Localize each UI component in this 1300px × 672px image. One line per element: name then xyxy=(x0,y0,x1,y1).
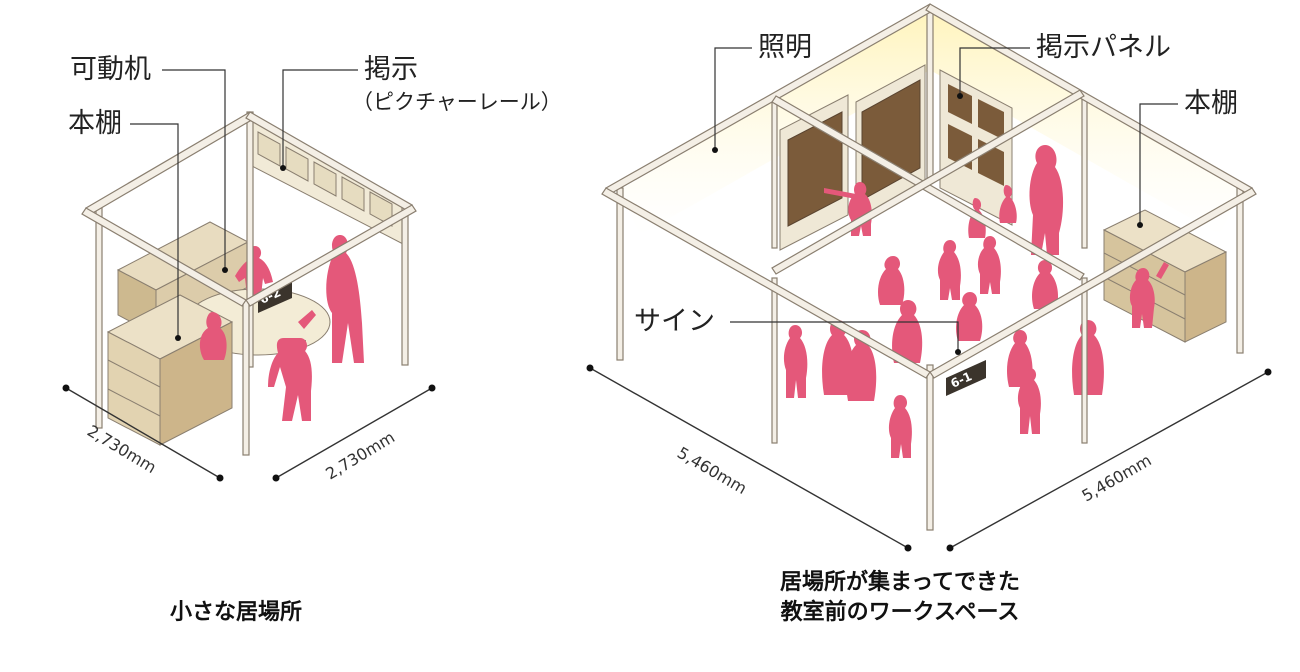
caption-workspace-line1: 居場所が集まってできた xyxy=(780,570,1021,595)
front-bookshelf xyxy=(106,294,234,446)
label-movable-desk: 可動机 xyxy=(70,54,151,85)
workspace-dimensions xyxy=(589,367,1269,549)
caption-small-space: 小さな居場所 xyxy=(170,600,303,625)
label-lighting: 照明 xyxy=(758,32,812,63)
caption-workspace: 居場所が集まってできた 教室前のワークスペース xyxy=(780,568,1020,627)
small-dimensions xyxy=(65,387,433,479)
workspace-leaders xyxy=(714,47,1178,352)
label-display: 掲示 xyxy=(364,54,418,85)
label-sign: サイン xyxy=(634,306,715,337)
workspace-bookshelf xyxy=(1102,209,1228,343)
caption-workspace-line2: 教室前のワークスペース xyxy=(780,599,1020,625)
small-frame xyxy=(81,111,417,456)
display-panels xyxy=(779,64,1013,251)
small-leaders xyxy=(130,69,358,338)
dim-small-right: 2,730mm xyxy=(322,427,398,483)
label-bookshelf-small: 本棚 xyxy=(68,108,122,139)
picture-frames xyxy=(257,131,393,227)
sign-6-1: 6-1 xyxy=(946,360,986,396)
people-crowd xyxy=(783,145,1169,458)
label-display-panel: 掲示パネル xyxy=(1036,32,1171,63)
dim-workspace-right: 5,460mm xyxy=(1079,451,1155,506)
workspace-frame xyxy=(601,3,1257,531)
label-bookshelf-workspace: 本棚 xyxy=(1184,88,1238,119)
people-small xyxy=(199,235,364,421)
label-picture-rail: （ピクチャーレール） xyxy=(352,90,562,114)
dim-workspace-left: 5,460mm xyxy=(674,443,750,498)
workspace-illustration: 6-1 xyxy=(586,3,1272,552)
